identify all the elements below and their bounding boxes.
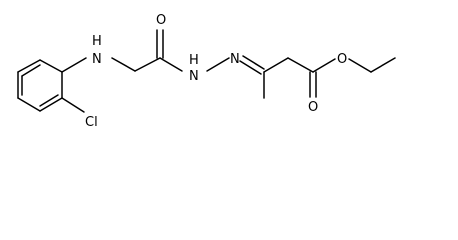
n-n-bond [206,57,230,72]
c-ch2-bond [263,57,289,73]
ester-c-o-bond [312,58,336,73]
atom-o-ester-carbonyl: O [308,100,318,115]
atom-cl: Cl [85,115,98,130]
benzene-ring [17,59,63,112]
o-ethyl-bond [348,58,372,73]
atom-nh-amine-h: H [92,34,102,49]
ring-nh-bond [61,57,87,73]
atom-nh-amine-n: N [92,52,102,67]
amide-carbonyl-double-bond [156,29,164,59]
carbonyl-nh-bond [159,57,183,72]
atom-nh-hydrazide-n: N [189,69,199,84]
c-cl-bond [61,97,85,113]
ch2-ester-bond [287,57,314,73]
structure-diagram: H N O H N N O O Cl [17,13,396,130]
atom-o-amide: O [156,13,166,28]
atom-o-ester-ether: O [337,52,347,67]
atom-nh-hydrazide-h: H [189,53,199,68]
ethyl-bond [370,57,396,73]
nh-ch2-bond [111,57,136,72]
imine-double-bond [239,55,265,75]
ch2-carbonyl-bond [134,57,161,72]
atom-n-imine: N [230,52,240,67]
ester-carbonyl-double-bond [309,71,317,98]
